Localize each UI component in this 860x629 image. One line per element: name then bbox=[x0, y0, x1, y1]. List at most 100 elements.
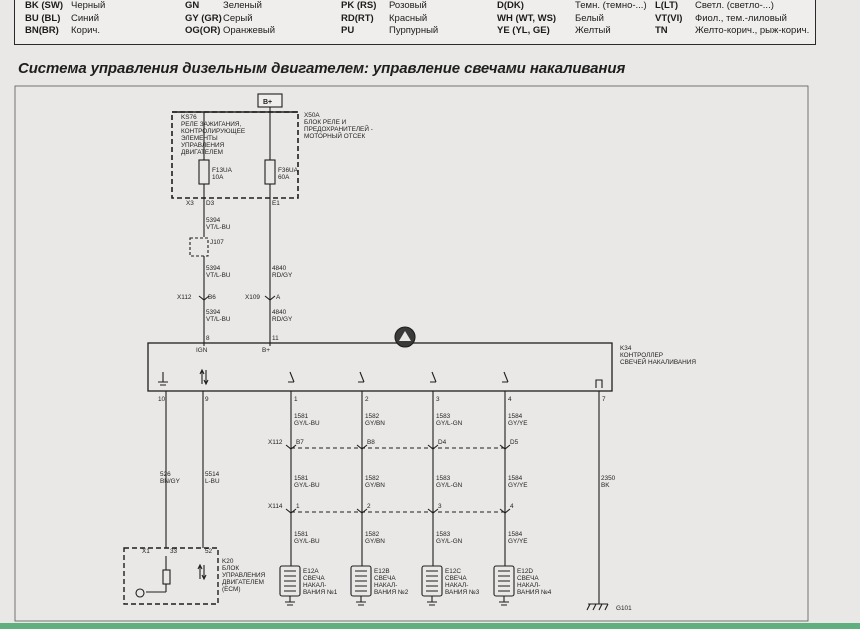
glow-plug-3 bbox=[421, 565, 443, 606]
svg-text:НАКАЛ-: НАКАЛ- bbox=[517, 582, 540, 589]
svg-text:GY/L-GN: GY/L-GN bbox=[436, 538, 463, 545]
svg-text:5514: 5514 bbox=[205, 471, 220, 478]
svg-text:GY/BN: GY/BN bbox=[365, 538, 385, 545]
legend-entry: WH (WT, WS)Белый bbox=[497, 12, 604, 24]
ecm-ground-icon bbox=[135, 588, 145, 598]
svg-text:GY/BN: GY/BN bbox=[365, 482, 385, 489]
svg-text:E12A: E12A bbox=[303, 568, 319, 575]
legend-entry: PK (RS)Розовый bbox=[341, 0, 427, 11]
legend-column-4: D(DK)Темн. (темно-...) WH (WT, WS)Белый … bbox=[497, 0, 647, 38]
svg-text:X112: X112 bbox=[177, 294, 192, 301]
svg-text:2: 2 bbox=[367, 503, 371, 510]
svg-text:GY/YE: GY/YE bbox=[508, 420, 528, 427]
legend-entry: RD(RT)Красный bbox=[341, 12, 428, 24]
svg-text:ПРЕДОХРАНИТЕЛЕЙ -: ПРЕДОХРАНИТЕЛЕЙ - bbox=[304, 124, 373, 133]
k34-label: K34 КОНТРОЛЛЕР СВЕЧЕЙ НАКАЛИВАНИЯ bbox=[620, 345, 696, 366]
legend-column-5: L(LT)Светл. (светло-...) VT(VI)Фиол., те… bbox=[655, 0, 809, 38]
svg-text:МОТОРНЫЙ ОТСЕК: МОТОРНЫЙ ОТСЕК bbox=[304, 131, 366, 140]
switch-icon bbox=[358, 371, 365, 383]
glow-plug-2-label: E12B СВЕЧА НАКАЛ- ВАНИЯ №2 bbox=[374, 568, 409, 596]
switch-icon bbox=[502, 371, 509, 383]
glow-plug-1-label: E12A СВЕЧА НАКАЛ- ВАНИЯ №1 bbox=[303, 568, 338, 596]
fuse-relay-box bbox=[171, 111, 299, 199]
resistor-icon bbox=[162, 569, 171, 585]
connector-j107-label: J107 bbox=[210, 239, 224, 246]
svg-text:СВЕЧЕЙ НАКАЛИВАНИЯ: СВЕЧЕЙ НАКАЛИВАНИЯ bbox=[620, 357, 696, 366]
color-code-legend: BK (SW)Черный BU (BL)Синий BN(BR)Корич. … bbox=[14, 0, 816, 45]
svg-text:11: 11 bbox=[272, 335, 279, 342]
bplus-pin-label: B+ bbox=[262, 347, 270, 354]
fuse-f13ua-label: F13UA bbox=[212, 167, 233, 174]
svg-text:GY/YE: GY/YE bbox=[508, 482, 528, 489]
svg-text:ДВИГАТЕЛЕМ: ДВИГАТЕЛЕМ bbox=[181, 149, 223, 156]
svg-text:1583: 1583 bbox=[436, 531, 451, 538]
svg-text:RD/GY: RD/GY bbox=[272, 316, 293, 323]
legend-entry: BK (SW)Черный bbox=[25, 0, 106, 11]
svg-text:ВАНИЯ №4: ВАНИЯ №4 bbox=[517, 589, 552, 596]
chassis-ground-icon bbox=[586, 603, 609, 611]
legend-entry: D(DK)Темн. (темно-...) bbox=[497, 0, 647, 11]
svg-text:GY/L-BU: GY/L-BU bbox=[294, 538, 320, 545]
svg-text:D4: D4 bbox=[438, 439, 447, 446]
svg-text:52: 52 bbox=[205, 548, 213, 555]
controller-k34 bbox=[147, 342, 613, 392]
svg-text:1581: 1581 bbox=[294, 413, 309, 420]
svg-text:5394: 5394 bbox=[206, 265, 221, 272]
svg-text:1583: 1583 bbox=[436, 475, 451, 482]
svg-text:(ECM): (ECM) bbox=[222, 586, 240, 593]
svg-text:1582: 1582 bbox=[365, 531, 380, 538]
ground-pin-icon bbox=[595, 379, 603, 388]
svg-text:НАКАЛ-: НАКАЛ- bbox=[374, 582, 397, 589]
svg-text:60A: 60A bbox=[278, 174, 290, 181]
svg-text:1584: 1584 bbox=[508, 531, 523, 538]
connector-x112-label: X112 bbox=[268, 439, 283, 446]
svg-text:4: 4 bbox=[510, 503, 514, 510]
svg-text:1584: 1584 bbox=[508, 475, 523, 482]
svg-text:5394: 5394 bbox=[206, 309, 221, 316]
legend-entry: GY (GR)Серый bbox=[185, 12, 253, 24]
svg-text:1583: 1583 bbox=[436, 413, 451, 420]
svg-text:33: 33 bbox=[170, 548, 178, 555]
svg-text:НАКАЛ-: НАКАЛ- bbox=[445, 582, 468, 589]
svg-text:B7: B7 bbox=[296, 439, 304, 446]
svg-text:СВЕЧА: СВЕЧА bbox=[445, 575, 467, 582]
svg-text:1582: 1582 bbox=[365, 413, 380, 420]
svg-text:K34: K34 bbox=[620, 345, 632, 352]
svg-text:BN/GY: BN/GY bbox=[160, 478, 181, 485]
svg-text:КОНТРОЛЛЕР: КОНТРОЛЛЕР bbox=[620, 352, 663, 359]
svg-text:3: 3 bbox=[438, 503, 442, 510]
glow-plug-4 bbox=[493, 565, 515, 606]
svg-text:СВЕЧА: СВЕЧА bbox=[517, 575, 539, 582]
ground-g101-label: G101 bbox=[616, 605, 632, 612]
svg-text:KS76: KS76 bbox=[181, 114, 197, 121]
svg-text:ВАНИЯ №2: ВАНИЯ №2 bbox=[374, 589, 409, 596]
signal-arrows-icon bbox=[197, 563, 207, 581]
svg-text:X1: X1 bbox=[142, 548, 150, 555]
svg-text:УПРАВЛЕНИЯ: УПРАВЛЕНИЯ bbox=[222, 572, 266, 579]
svg-text:10: 10 bbox=[158, 396, 166, 403]
svg-text:VT/L-BU: VT/L-BU bbox=[206, 272, 231, 279]
svg-text:X50A: X50A bbox=[304, 112, 320, 119]
svg-text:9: 9 bbox=[205, 396, 209, 403]
diagram-title: Система управления дизельным двигателем:… bbox=[18, 60, 626, 77]
battery-label: B+ bbox=[263, 99, 272, 106]
svg-text:BK: BK bbox=[601, 482, 610, 489]
svg-text:2350: 2350 bbox=[601, 475, 616, 482]
fuse-f36ua-label: F36UA bbox=[278, 167, 299, 174]
accent-bar bbox=[0, 623, 860, 629]
legend-entry: VT(VI)Фиол., тем.-лиловый bbox=[655, 12, 787, 24]
legend-entry: BN(BR)Корич. bbox=[25, 25, 100, 36]
svg-text:A: A bbox=[276, 294, 281, 301]
svg-text:1581: 1581 bbox=[294, 531, 309, 538]
svg-text:КОНТРОЛИРУЮЩЕЕ: КОНТРОЛИРУЮЩЕЕ bbox=[181, 128, 245, 135]
connector-mark bbox=[198, 295, 210, 301]
svg-text:ВАНИЯ №3: ВАНИЯ №3 bbox=[445, 589, 480, 596]
svg-text:K20: K20 bbox=[222, 558, 234, 565]
svg-text:БЛОК: БЛОК bbox=[222, 565, 239, 572]
svg-text:10A: 10A bbox=[212, 174, 224, 181]
svg-text:1584: 1584 bbox=[508, 413, 523, 420]
svg-text:E12D: E12D bbox=[517, 568, 533, 575]
